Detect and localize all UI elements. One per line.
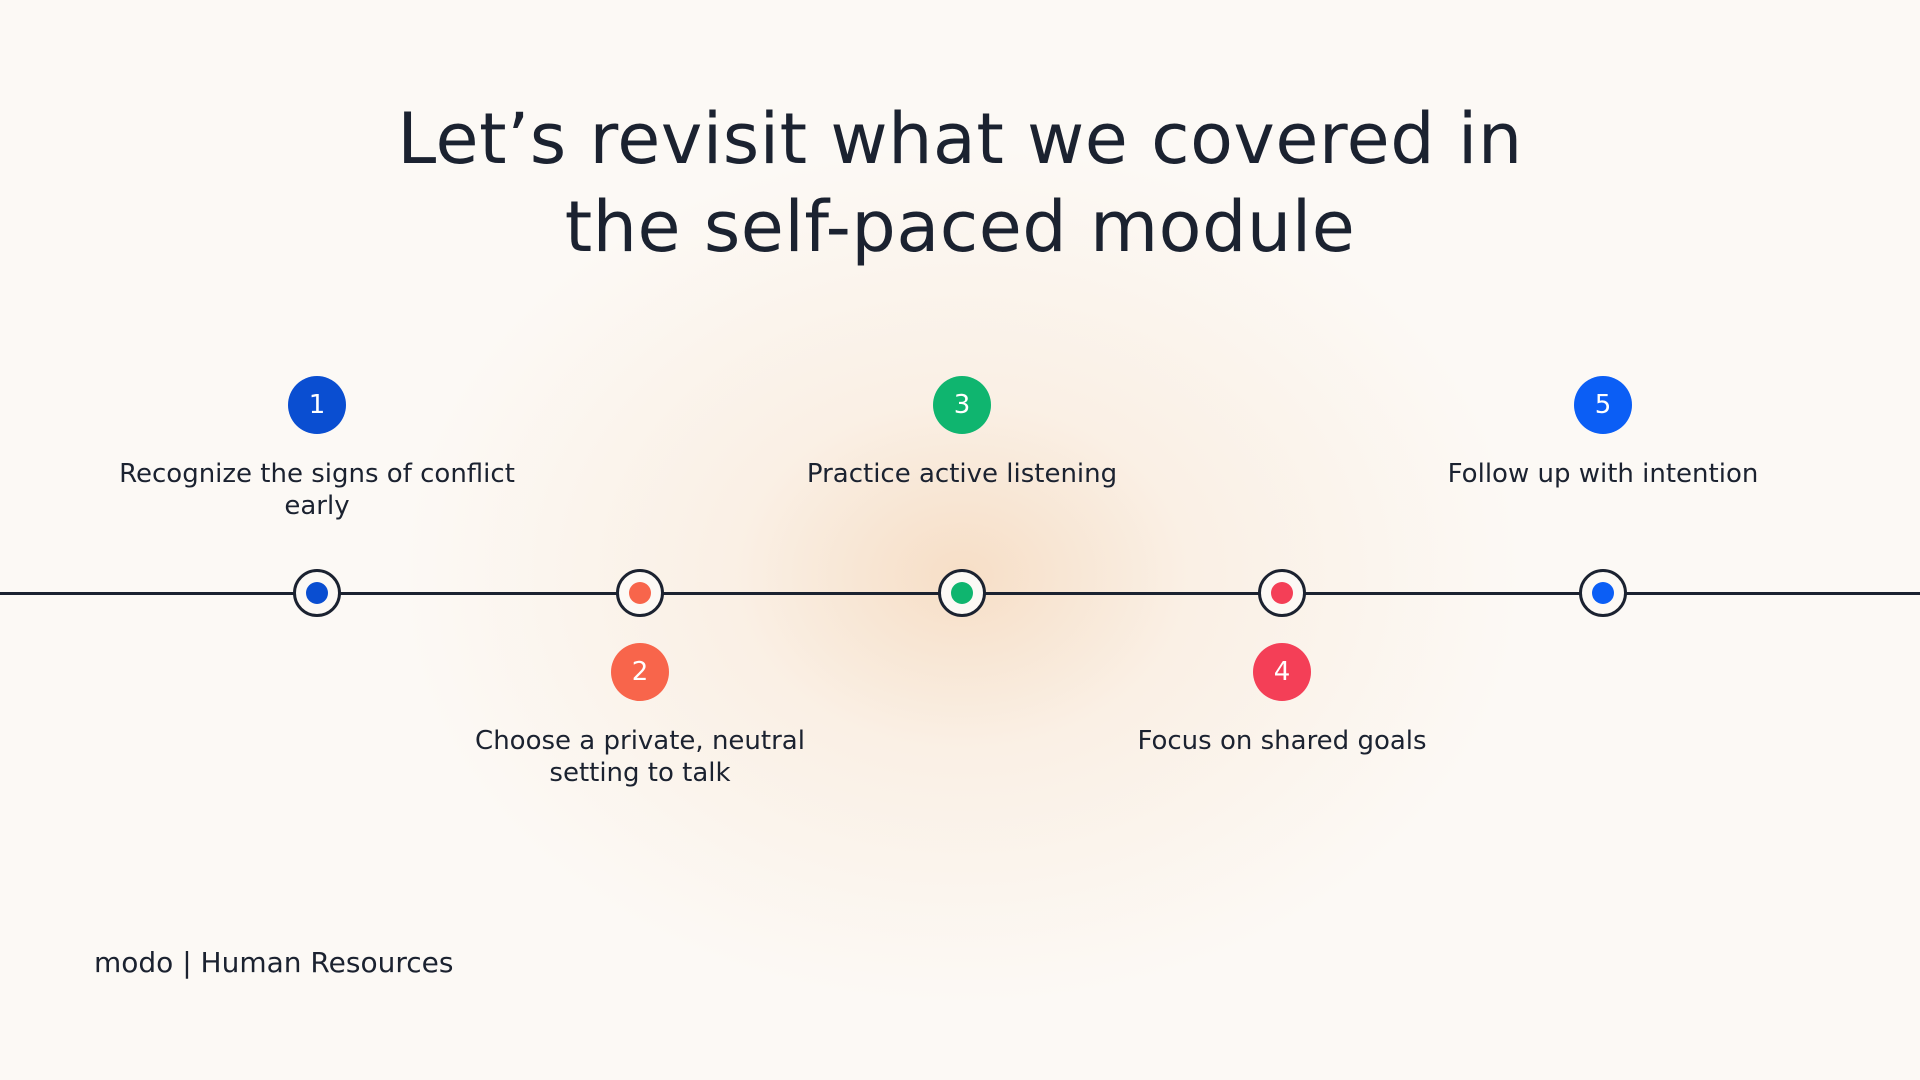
timeline-node-2 [616,569,664,617]
step-badge-1: 1 [288,376,346,434]
timeline-node-dot-2 [629,582,651,604]
timeline-node-dot-5 [1592,582,1614,604]
footer-brand: modo | Human Resources [94,946,454,979]
timeline-node-dot-1 [306,582,328,604]
step-label-3: Practice active listening [806,459,1118,489]
timeline-node-4 [1258,569,1306,617]
slide-title: Let’s revisit what we covered in the sel… [260,95,1660,271]
timeline-node-dot-3 [951,582,973,604]
timeline-node-1 [293,569,341,617]
step-label-4: Focus on shared goals [1137,726,1427,756]
step-label-1: Recognize the signs of conflict early [119,459,515,521]
title-line-1: Let’s revisit what we covered in [397,98,1523,180]
timeline-node-3 [938,569,986,617]
step-badge-3: 3 [933,376,991,434]
step-badge-2: 2 [611,643,669,701]
step-label-2: Choose a private, neutral setting to tal… [475,726,805,788]
timeline-node-dot-4 [1271,582,1293,604]
step-badge-5: 5 [1574,376,1632,434]
title-line-2: the self-paced module [564,186,1356,268]
step-badge-4: 4 [1253,643,1311,701]
timeline-node-5 [1579,569,1627,617]
step-label-5: Follow up with intention [1447,459,1759,489]
